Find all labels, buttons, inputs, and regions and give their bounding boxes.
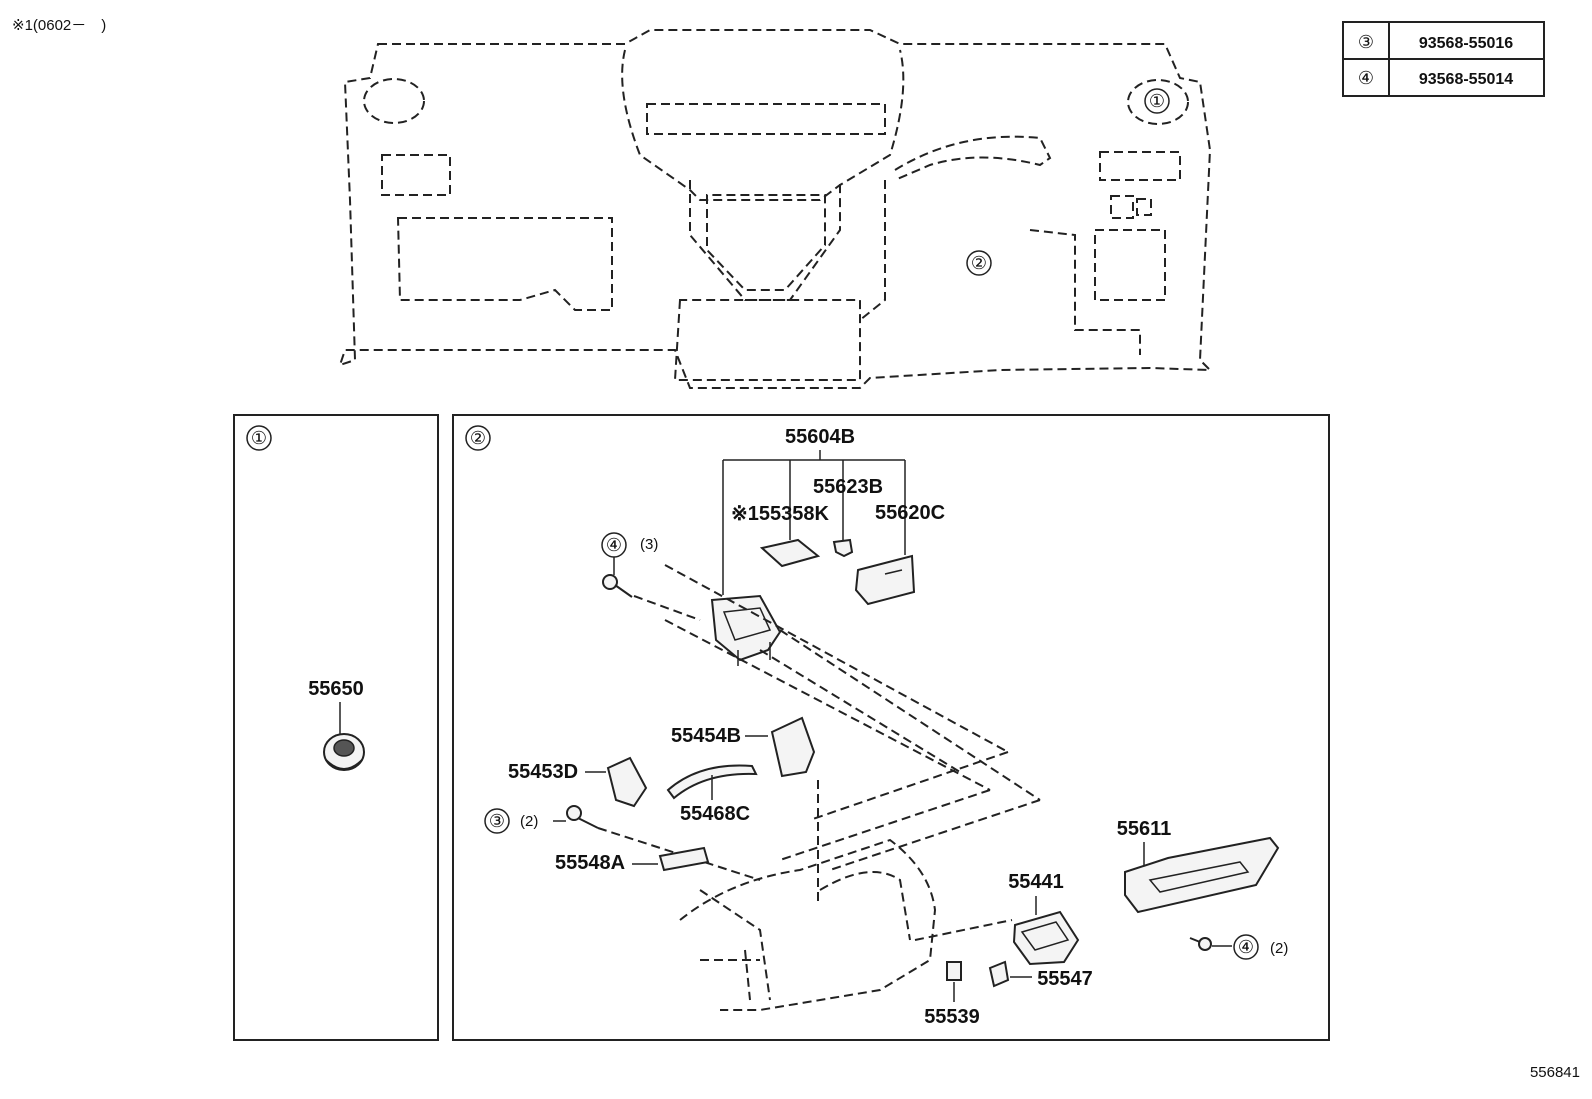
strip-55468C-icon	[666, 764, 758, 800]
box-55604B-icon	[710, 594, 782, 666]
note-top-left: ※1(0602－ )	[12, 17, 106, 34]
legend-ref-4: ④	[1358, 68, 1374, 88]
part-55453D-label: 55453D	[508, 761, 578, 783]
pad-55358K-icon	[759, 538, 821, 568]
overview-callout-2: ②	[966, 250, 992, 276]
clip-55623B-icon	[832, 538, 854, 558]
trim-55453D-icon	[606, 756, 648, 808]
part-55454B-label: 55454B	[671, 725, 741, 747]
glovebox-55611-icon	[1124, 836, 1280, 914]
part-55604B-label: 55604B	[785, 426, 855, 448]
svg-text:①: ①	[1149, 91, 1165, 111]
panel-2-label: ②	[470, 428, 486, 448]
bolt-4-qty3: ④ (3)	[601, 532, 658, 598]
lid-55620C-icon	[854, 554, 916, 606]
part-55358K-label: ※155358K	[731, 503, 829, 525]
svg-text:②: ②	[971, 253, 987, 273]
part-55539-label: 55539	[924, 1006, 980, 1028]
part-55468C-label: 55468C	[680, 803, 750, 825]
vent-assembly-icon	[323, 733, 365, 771]
svg-text:③: ③	[489, 811, 505, 831]
clip-55539-icon	[946, 961, 962, 981]
part-55547-label: 55547	[1037, 968, 1093, 990]
svg-text:(3): (3)	[640, 536, 658, 553]
bracket-55547-icon	[988, 960, 1010, 988]
svg-text:④: ④	[606, 535, 622, 555]
svg-text:(2): (2)	[1270, 940, 1288, 957]
legend-part-4: 93568-55014	[1419, 71, 1513, 88]
dashboard-overview	[338, 29, 1213, 389]
panel-1-label: ①	[251, 428, 267, 448]
panel-2: ② 55604B 55623B ※155358K 55620C ④ (3)	[452, 414, 1330, 1041]
legend-ref-3: ③	[1358, 32, 1374, 52]
part-55548A-label: 55548A	[555, 852, 625, 874]
svg-text:④: ④	[1238, 937, 1254, 957]
bolt-4-qty2: ④ (2)	[1189, 934, 1288, 960]
part-55650-label: 55650	[308, 678, 364, 700]
part-55611-label: 55611	[1117, 818, 1172, 840]
overview-callout-1: ①	[1144, 88, 1170, 114]
part-55441-label: 55441	[1008, 871, 1064, 893]
legend-part-3: 93568-55016	[1419, 35, 1513, 52]
panel-1: ① 55650	[233, 414, 439, 1041]
svg-text:(2): (2)	[520, 813, 538, 830]
part-55623B-label: 55623B	[813, 476, 883, 498]
legend-table: ③ 93568-55016 ④ 93568-55014	[1342, 21, 1545, 97]
tray-55441-icon	[1012, 910, 1080, 966]
diagram-id: 556841	[1530, 1064, 1580, 1081]
part-55620C-label: 55620C	[875, 502, 945, 524]
trim-55454B-icon	[770, 716, 816, 778]
grille-55548A-icon	[658, 846, 710, 872]
